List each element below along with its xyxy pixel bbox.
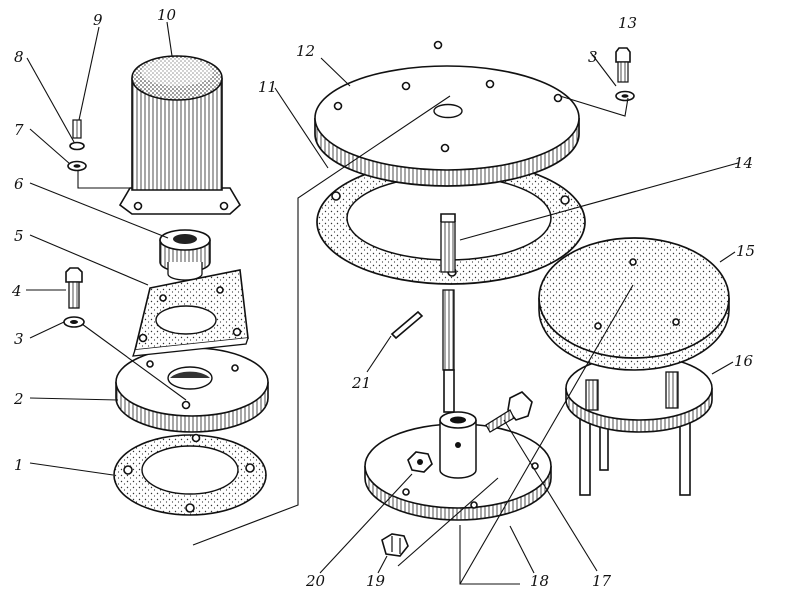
callout-8: 8 [14,48,24,66]
stippled-disc-part-15 [538,237,730,371]
stand-part-16 [565,355,713,496]
callout-13: 13 [618,14,637,32]
nut-part-20 [407,451,433,473]
callout-11: 11 [258,78,277,96]
callout-1: 1 [14,456,24,474]
coupling-part-6 [159,229,211,281]
gasket-ring-part-1 [113,433,267,516]
screw-part-9 [72,119,82,139]
callout-21: 21 [351,374,371,392]
callout-18: 18 [530,572,549,590]
castle-nut-part-19 [381,533,409,557]
bottom-plate-part-18 [364,411,552,521]
callout-2: 2 [13,390,24,408]
bolt-part-17 [485,391,533,433]
callout-16: 16 [734,352,754,370]
callout-15: 15 [736,242,755,260]
callout-17: 17 [592,572,612,590]
triangular-plate-part-5 [132,269,249,357]
callout-labels: 1 2 3 3 4 5 6 7 8 9 10 11 12 13 14 15 16… [11,6,755,590]
washer-part-3-left [63,316,85,328]
callout-9: 9 [93,11,103,29]
motor-part-10 [118,55,242,215]
callout-3-left: 3 [14,330,24,348]
washer-part-3-right [615,90,635,102]
callout-7: 7 [14,121,24,139]
callout-3-right: 3 [588,48,598,66]
bolt-part-4 [65,267,83,309]
callout-20: 20 [305,572,326,590]
callout-6: 6 [14,175,24,193]
washer-part-8 [69,141,85,151]
callout-19: 19 [366,572,386,590]
washer-part-7 [67,160,87,172]
flange-disc-part-2 [115,347,269,433]
callout-12: 12 [296,42,315,60]
callout-5: 5 [14,227,24,245]
top-plate-part-12 [314,40,580,187]
leader-lines [26,21,739,585]
callout-14: 14 [734,154,753,172]
split-pin-part-21 [390,310,424,340]
bolt-part-13 [615,47,631,83]
threaded-shaft-part-14 [440,213,456,413]
callout-10: 10 [157,6,177,24]
callout-4: 4 [11,282,22,300]
